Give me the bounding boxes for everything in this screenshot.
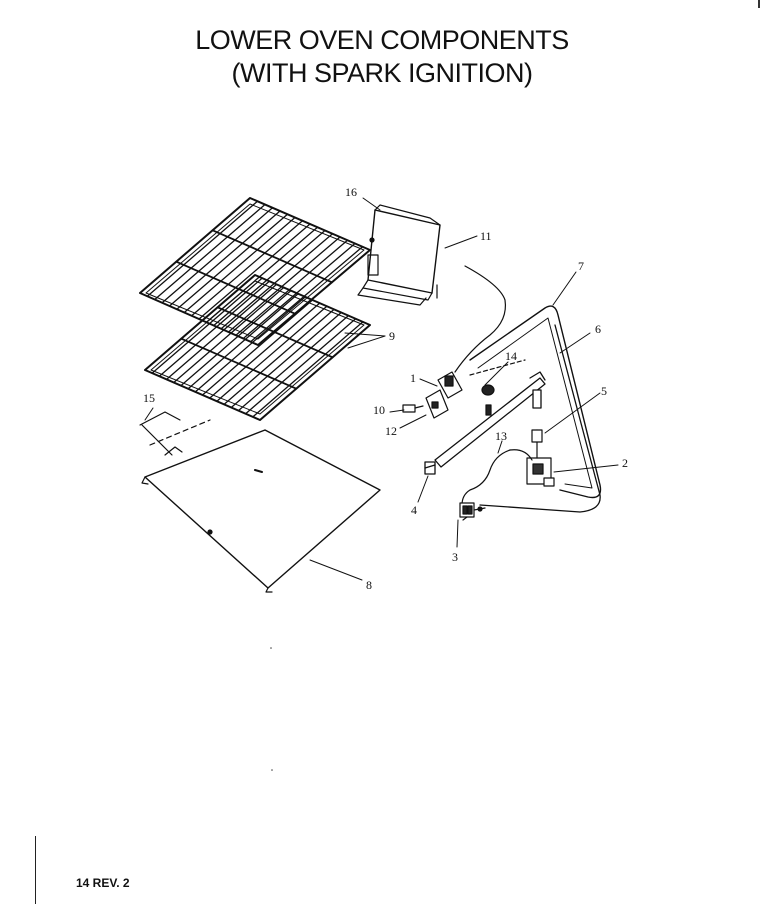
rack-guide-15: [139, 411, 211, 456]
callout-1: 1: [410, 371, 416, 385]
oven-bottom-panel: [141, 429, 381, 593]
wire-connector-bracket: [459, 502, 486, 521]
callout-13: 13: [495, 429, 507, 443]
callout-labels: 16 11 7 6 9 14 1 5 15 10 12 13 2 4 3 8: [143, 185, 628, 592]
callout-8: 8: [366, 578, 372, 592]
corner-mark: [758, 0, 760, 8]
burner-shield-assembly: [357, 204, 441, 306]
callout-16: 16: [345, 185, 357, 199]
callout-9: 9: [389, 329, 395, 343]
callout-12: 12: [385, 424, 397, 438]
orifice-fitting: [481, 384, 495, 416]
title-line-1: LOWER OVEN COMPONENTS: [195, 25, 569, 55]
safety-valve: [526, 429, 555, 487]
callout-3: 3: [452, 550, 458, 564]
callout-11: 11: [480, 229, 492, 243]
page-number: 14 REV. 2: [76, 876, 130, 890]
igniter-lead-wire: [461, 449, 533, 506]
gas-tube: [479, 324, 601, 513]
leader-lines: [144, 197, 619, 581]
binding-margin-line: [35, 836, 36, 904]
callout-15: 15: [143, 391, 155, 405]
callout-10: 10: [373, 403, 385, 417]
callout-6: 6: [595, 322, 601, 336]
callout-14: 14: [505, 349, 517, 363]
page-title: LOWER OVEN COMPONENTS (WITH SPARK IGNITI…: [0, 24, 764, 90]
callout-5: 5: [601, 384, 607, 398]
callout-2: 2: [622, 456, 628, 470]
burner-tube: [469, 305, 602, 499]
title-line-2: (WITH SPARK IGNITION): [231, 58, 534, 88]
callout-7: 7: [578, 259, 584, 273]
callout-4: 4: [411, 503, 417, 517]
oven-rack-lower: [144, 274, 371, 473]
manifold-pipe: [424, 371, 546, 475]
igniter-assembly: [402, 265, 526, 419]
oven-rack-upper: [139, 197, 371, 346]
